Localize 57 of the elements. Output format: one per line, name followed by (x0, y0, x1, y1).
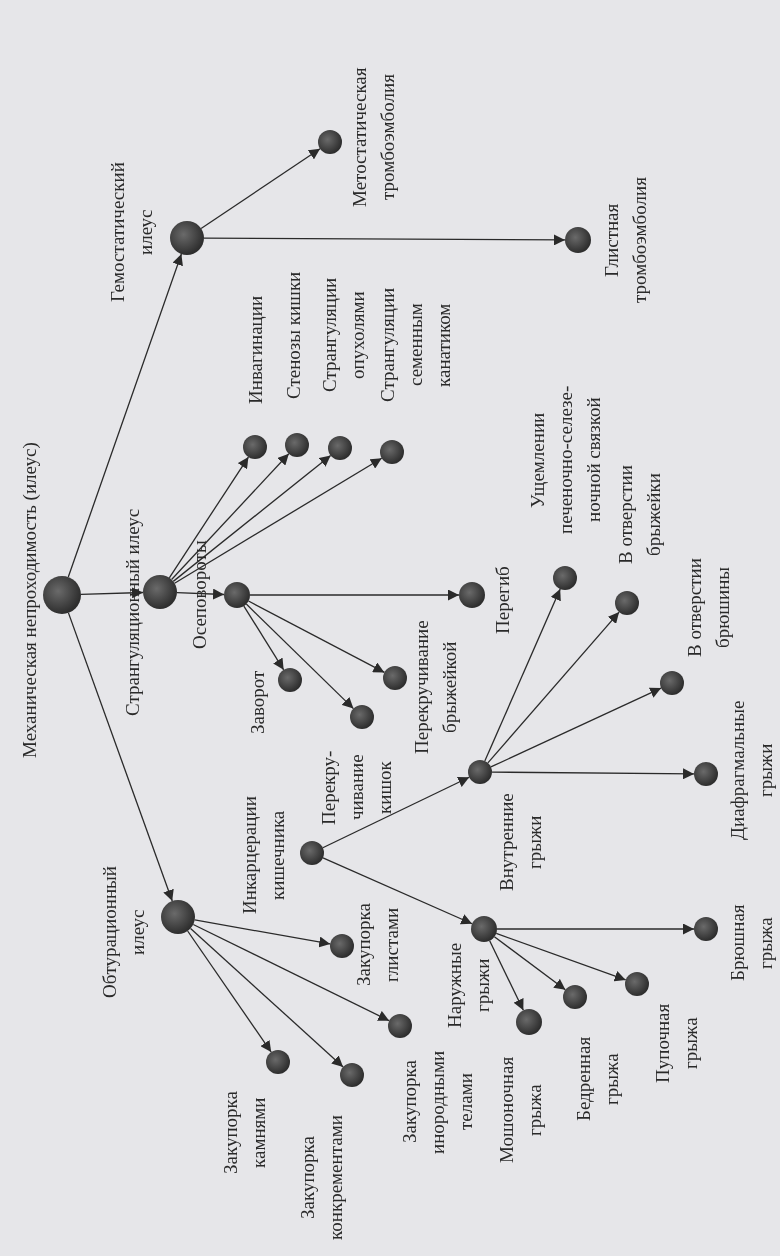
arrow (487, 611, 620, 764)
node-label: Инвагинации (244, 294, 267, 407)
arrow (243, 605, 285, 671)
node-label: Диафрагмальные грыжи (726, 699, 777, 842)
node-label: В отверстии брыжейки (614, 464, 665, 567)
node-label: Обтурационный илеус (98, 865, 149, 1001)
node-label: Гемостатический илеус (106, 161, 157, 305)
arrow (495, 932, 627, 982)
node-label: Глистная тромбоэмболия (600, 176, 651, 305)
arrow (247, 600, 386, 674)
arrow (168, 456, 250, 579)
node-label: Закупорка конкрементами (296, 1114, 347, 1242)
arrow (322, 857, 473, 925)
arrow (203, 234, 566, 246)
arrow (491, 768, 695, 780)
arrow (322, 776, 470, 849)
arrow (493, 936, 567, 991)
arrow (173, 457, 383, 584)
node-label: Наружные грыжи (443, 941, 494, 1030)
arrow (489, 940, 524, 1011)
node-label: Внутренние грыжи (495, 792, 546, 894)
arrow (245, 603, 355, 710)
node-label: Брюшная грыжа (726, 903, 777, 984)
node-label: Механическая непроходимость (илеус) (18, 441, 41, 760)
arrow (200, 148, 321, 230)
arrow (194, 919, 331, 948)
node-label: Заворот (246, 669, 269, 737)
node-label: Перекручивание брыжейкой (410, 619, 461, 757)
arrow (80, 587, 144, 599)
node-label: Мошоночная грыжа (495, 1055, 546, 1166)
node-label: Ущемлении печеночно-селезе- ночной связкой (526, 384, 605, 537)
node-label: В отверстии брюшины (683, 557, 734, 659)
node-label: Осеповороты (188, 539, 211, 652)
node-label: Закупорка инородными телами (398, 1049, 477, 1156)
node-label: Пупочная грыжа (651, 1002, 702, 1085)
node-label: Странгуляции опухолями (318, 276, 369, 395)
arrow (187, 930, 272, 1053)
node-label: Метостатическая тромбоэмболия (348, 66, 399, 210)
arrow (192, 923, 390, 1022)
node-label: Закупорка глистами (352, 902, 403, 989)
node-label: Странгуляции семенным канатиком (376, 286, 455, 405)
arrow (490, 687, 662, 768)
arrow (67, 253, 183, 578)
node-label: Перегиб (491, 565, 514, 636)
arrow (176, 588, 225, 600)
node-label: Перекру- чивание кишок (317, 749, 396, 827)
arrow (67, 612, 174, 902)
arrow (189, 927, 344, 1068)
node-label: Инкарцерации кишечника (238, 795, 289, 916)
arrow (172, 454, 332, 583)
arrow (170, 453, 290, 581)
arrow (496, 923, 695, 935)
node-label: Стенозы кишки (282, 270, 305, 401)
arrow (484, 588, 561, 762)
node-label: Бедренная грыжа (572, 1035, 623, 1124)
node-label: Закупорка камнями (219, 1090, 270, 1176)
arrow (249, 589, 460, 601)
